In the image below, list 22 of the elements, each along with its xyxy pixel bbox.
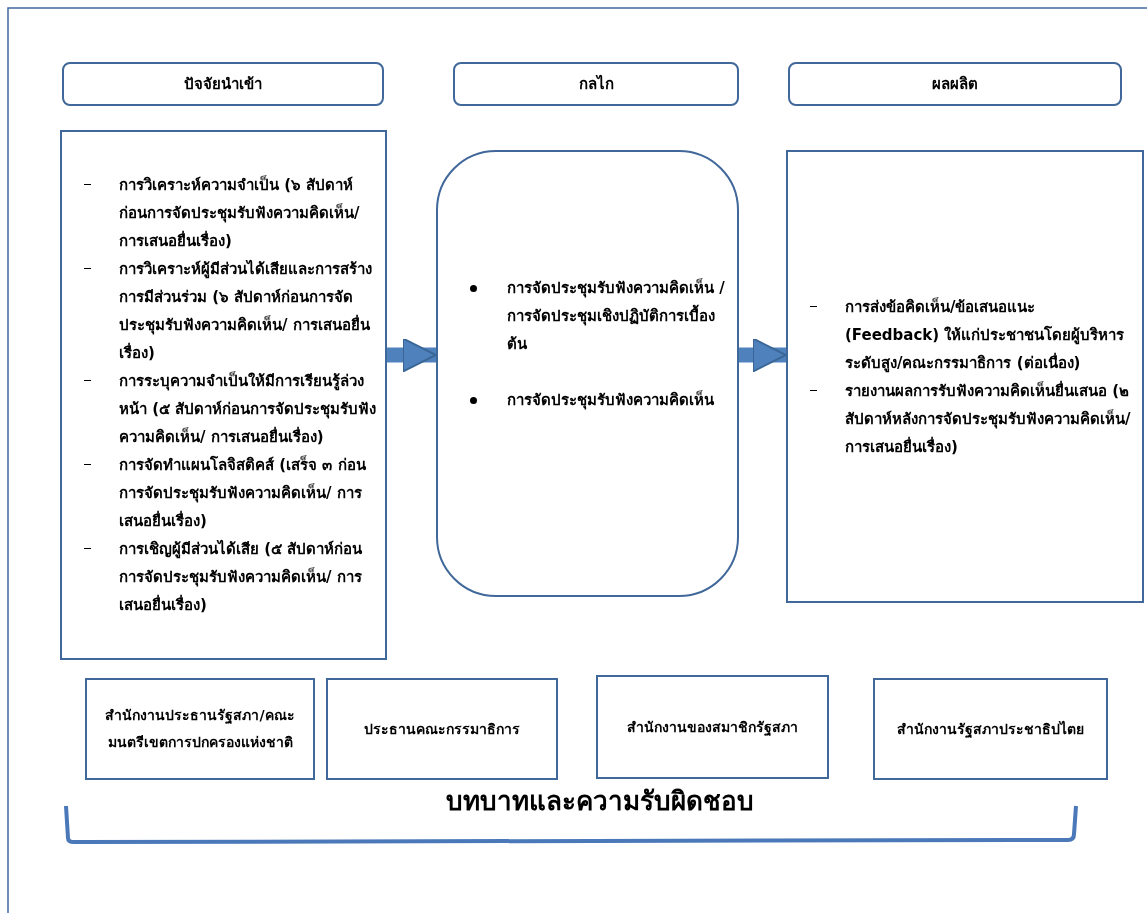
mechanism-rounded-box	[436, 150, 739, 597]
header-box: ผลผลิต	[788, 62, 1122, 106]
list-item-text: การวิเคราะห์ผู้มีส่วนได้เสียและการสร้างการมีส่วนร่วม (๖ สัปดาห์ก่อนการจัดประชุมรับฟังความคิดเห็น/ การเสนอยื่นเรื่อง)	[119, 258, 373, 364]
header-box: ปัจจัยนำเข้า	[62, 62, 384, 106]
list-item-text: รายงานผลการรับฟังความคิดเห็นยื่นเสนอ (๒ สัปดาห์หลังการจัดประชุมรับฟังความคิดเห็น/ การเสนอยื่นเรื่อง)	[845, 379, 1132, 458]
list-item-text: การจัดทำแผนโลจิสติคส์ (เสร็จ ๓ ก่อนการจัดประชุมรับฟังความคิดเห็น/ การเสนอยื่นเรื่อง)	[119, 454, 367, 532]
role-box: สำนักงานรัฐสภาประชาธิปไตย	[873, 678, 1108, 780]
list-item-text: การส่งข้อคิดเห็น/ข้อเสนอแนะ (Feedback) ให้แก่ประชาชนโดยผู้บริหารระดับสูง/คณะกรรมาธิการ (ต่อเนื่อง)	[845, 296, 1126, 375]
block-arrow	[739, 337, 787, 373]
block-arrow	[387, 337, 437, 373]
list-item-text: การเชิญผู้มีส่วนได้เสีย (๕ สัปดาห์ก่อนการจัดประชุมรับฟังความคิดเห็น/ การเสนอยื่นเรื่อง)	[119, 538, 364, 616]
list-item-text: การระบุความจำเป็นให้มีการเรียนรู้ล่วงหน้า (๕ สัปดาห์ก่อนการจัดประชุมรับฟังความคิดเห็น/ การเสนอยื่นเรื่อง)	[119, 370, 377, 448]
section-title: บทบาทและความรับผิดชอบ	[445, 785, 755, 818]
header-box: กลไก	[453, 62, 739, 106]
role-box: สำนักงานประธานรัฐสภา/คณะมนตรีเขตการปกครองแห่งชาติ	[85, 678, 315, 780]
list-item-text: การจัดประชุมรับฟังความคิดเห็น	[507, 389, 714, 412]
input-list-box	[60, 130, 387, 660]
list-item-text: การวิเคราะห์ความจำเป็น (๖ สัปดาห์ก่อนการจัดประชุมรับฟังความคิดเห็น/ การเสนอยื่นเรื่อง)	[119, 174, 361, 252]
role-box: สำนักงานของสมาชิกรัฐสภา	[596, 675, 829, 779]
role-box: ประธานคณะกรรมาธิการ	[326, 678, 558, 780]
list-item-text: การจัดประชุมรับฟังความคิดเห็น / การจัดประชุมเชิงปฏิบัติการเบื้องต้น	[507, 277, 726, 355]
output-list-box	[786, 150, 1144, 603]
